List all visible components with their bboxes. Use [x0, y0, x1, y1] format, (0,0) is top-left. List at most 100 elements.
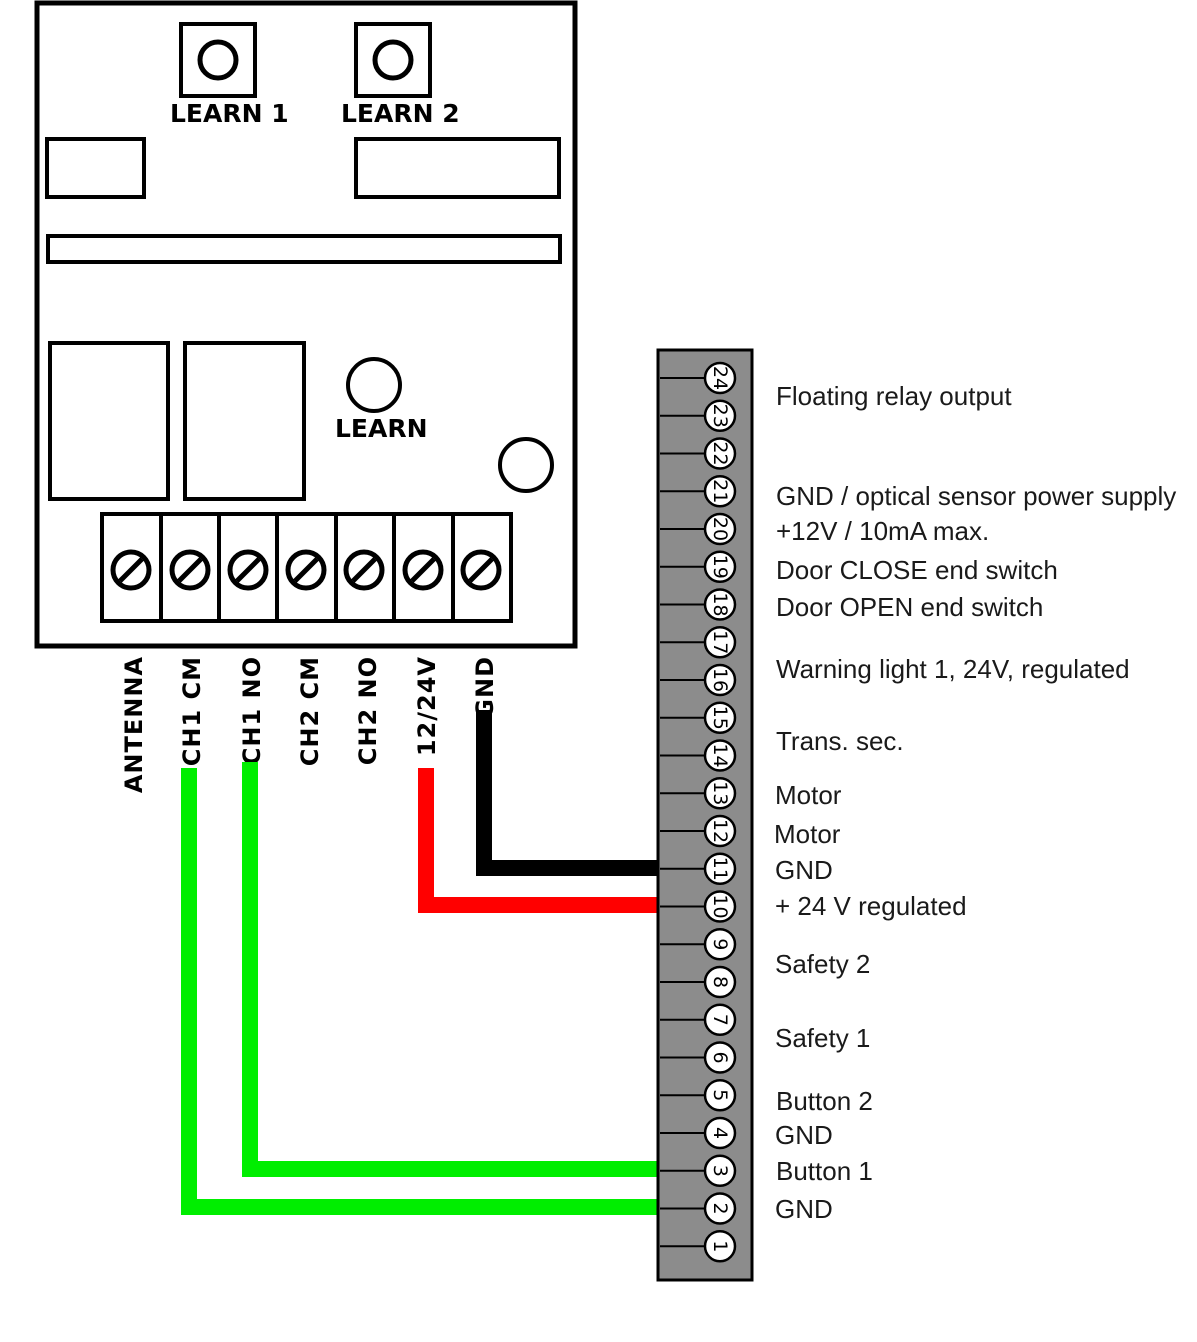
pin-circle	[703, 1154, 737, 1187]
screw-slot	[118, 557, 144, 583]
terminal-description: Motor	[774, 819, 841, 849]
pin-number: 20	[709, 517, 731, 541]
terminal-pin[interactable]: 14	[660, 739, 737, 772]
terminal-description: Door CLOSE end switch	[776, 555, 1058, 585]
terminal-pin[interactable]: 21	[660, 475, 737, 508]
screw-slot	[235, 557, 261, 583]
receiver-terminal-label: CH1 CM	[178, 656, 206, 766]
pin-number: 24	[709, 366, 731, 390]
terminal-pin[interactable]: 7	[660, 1003, 737, 1036]
receiver-terminal-label: CH1 NO	[238, 656, 266, 765]
terminal-pin[interactable]: 20	[660, 512, 737, 546]
learn2-label: LEARN 2	[341, 99, 460, 128]
terminal-pin[interactable]: 6	[660, 1041, 737, 1074]
receiver-terminal-label: GND	[471, 656, 499, 719]
learn1-button[interactable]	[197, 39, 239, 81]
pin-circle	[703, 1079, 737, 1112]
pin-circle	[703, 777, 737, 810]
relay-1	[48, 341, 170, 501]
terminal-description: GND	[775, 855, 833, 885]
terminal-pin[interactable]: 19	[660, 550, 737, 583]
learn-button[interactable]	[346, 357, 402, 413]
terminal-description: GND / optical sensor power supply	[776, 481, 1176, 511]
terminal-pin[interactable]: 8	[660, 965, 737, 999]
terminal-description: Safety 2	[775, 949, 870, 979]
terminal-pin[interactable]: 18	[660, 588, 737, 621]
terminal-pin[interactable]: 10	[660, 890, 737, 923]
terminal-pin[interactable]: 24	[660, 361, 737, 395]
pin-circle	[703, 475, 737, 508]
terminal-pin[interactable]: 4	[660, 1116, 737, 1150]
terminal-description: Warning light 1, 24V, regulated	[776, 654, 1130, 684]
pin-number: 10	[709, 894, 731, 918]
pin-number: 9	[709, 938, 731, 950]
terminal-pin[interactable]: 23	[660, 399, 737, 432]
screw-terminal[interactable]	[110, 549, 152, 591]
pin-circle	[703, 1230, 737, 1263]
terminal-description: GND	[775, 1120, 833, 1150]
pin-circle	[703, 701, 737, 734]
terminal-pin[interactable]: 3	[660, 1154, 737, 1187]
receiver-module: LEARN 1 LEARN 2 LEARN	[34, 0, 578, 649]
relay-2	[183, 341, 306, 501]
learn2-button-housing[interactable]	[354, 22, 432, 98]
pin-circle	[703, 1116, 737, 1150]
pin-number: 14	[709, 743, 731, 767]
screw-terminal[interactable]	[227, 549, 269, 591]
screw-terminal[interactable]	[343, 549, 385, 591]
terminal-pin[interactable]: 22	[660, 437, 737, 470]
terminal-description: Safety 1	[775, 1023, 870, 1053]
pin-number: 15	[709, 706, 731, 730]
pin-circle	[703, 399, 737, 432]
pin-number: 21	[709, 479, 731, 503]
learn2-button[interactable]	[372, 39, 414, 81]
terminal-pin[interactable]: 2	[660, 1192, 737, 1225]
component-bar	[46, 234, 562, 264]
screw-slot	[293, 557, 319, 583]
pin-number: 2	[709, 1202, 731, 1214]
pin-circle	[703, 739, 737, 772]
terminal-description: Button 1	[776, 1156, 873, 1186]
terminal-pin[interactable]: 1	[660, 1230, 737, 1263]
component-right	[354, 137, 561, 199]
pin-number: 4	[709, 1127, 731, 1139]
screw-terminal[interactable]	[285, 549, 327, 591]
component-left	[45, 137, 146, 199]
terminal-pin[interactable]: 16	[660, 663, 737, 697]
pin-number: 8	[709, 976, 731, 988]
terminal-pin[interactable]: 15	[660, 701, 737, 734]
pin-circle	[703, 852, 737, 885]
terminal-pin[interactable]: 12	[660, 814, 737, 848]
terminal-pin[interactable]: 13	[660, 777, 737, 810]
pin-circle	[703, 361, 737, 395]
pin-number: 18	[709, 592, 731, 616]
pin-circle	[703, 890, 737, 923]
screw-slot	[177, 557, 203, 583]
receiver-terminal-label: CH2 NO	[354, 656, 382, 765]
terminal-pin[interactable]: 5	[660, 1079, 737, 1112]
screw-terminal[interactable]	[460, 549, 502, 591]
learn-label: LEARN	[335, 414, 428, 443]
pin-number: 5	[709, 1089, 731, 1101]
terminal-pin[interactable]: 11	[660, 852, 737, 885]
receiver-terminal-label: CH2 CM	[296, 656, 324, 766]
terminal-pin[interactable]: 9	[660, 928, 737, 961]
pin-number: 11	[709, 857, 731, 881]
led-indicator	[498, 437, 554, 493]
terminal-description: + 24 V regulated	[775, 891, 967, 921]
pin-circle	[703, 663, 737, 697]
terminal-pin[interactable]: 17	[660, 626, 737, 659]
screw-terminal[interactable]	[402, 549, 444, 591]
terminal-description: Button 2	[776, 1086, 873, 1116]
learn1-button-housing[interactable]	[179, 22, 257, 98]
receiver-terminal-label: 12/24V	[413, 656, 441, 756]
screw-terminal[interactable]	[169, 549, 211, 591]
terminal-strip	[656, 348, 754, 1282]
pin-circle	[703, 437, 737, 470]
receiver-terminal-label: ANTENNA	[120, 656, 148, 793]
pin-number: 16	[709, 668, 731, 692]
screw-slot	[468, 557, 494, 583]
pin-circle	[703, 814, 737, 848]
